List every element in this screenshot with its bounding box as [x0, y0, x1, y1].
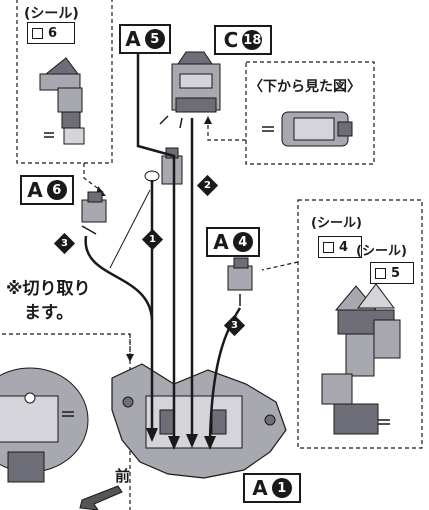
- sticker-6: 6: [27, 22, 75, 44]
- label-a6-number: 6: [46, 180, 67, 200]
- step-number: 3: [231, 320, 238, 331]
- arrowhead-icon: [126, 354, 134, 362]
- cut-note-line-2: ます。: [24, 303, 74, 323]
- label-a1-letter: A: [252, 476, 268, 500]
- part-c18: [159, 51, 221, 129]
- bottom-view-caption: 〈下から見た図〉: [249, 79, 361, 95]
- label-a6-letter: A: [27, 178, 43, 202]
- leader-line-c18: [207, 122, 246, 141]
- part-sticker-detail: [39, 57, 85, 145]
- leader-line-a4: [261, 261, 299, 271]
- arrowhead-icon: [168, 436, 180, 450]
- seal-caption-right-1: (シール): [311, 216, 362, 231]
- part-sticker-detail-right: [321, 283, 401, 435]
- label-a5-number: 5: [144, 29, 165, 49]
- label-a5-letter: A: [125, 27, 141, 51]
- step-number: 3: [61, 238, 68, 249]
- arrowhead-icon: [186, 434, 198, 448]
- sticker-icon: [323, 241, 334, 253]
- arrowhead-icon: [204, 116, 212, 124]
- sticker-4: 4: [318, 236, 362, 258]
- part-detail-bottom-left: [0, 367, 89, 483]
- sticker-5-number: 5: [391, 265, 401, 281]
- label-c18: C 18: [214, 25, 272, 55]
- arrowhead-icon: [146, 428, 158, 442]
- sticker-4-number: 4: [339, 239, 349, 255]
- arrowhead-icon: [204, 436, 216, 450]
- sticker-6-number: 6: [48, 25, 58, 41]
- label-c18-number: 18: [242, 30, 263, 50]
- label-a4: A 4: [206, 227, 260, 257]
- bottom-view-panel: [245, 61, 375, 165]
- assembly-arrow-3-left: [84, 235, 154, 321]
- part-a4: [227, 257, 253, 306]
- step-marker-3-right: 3: [223, 314, 246, 337]
- part-bottom-view: [262, 111, 353, 147]
- label-a1: A 1: [243, 473, 301, 503]
- sticker-5: 5: [370, 262, 414, 284]
- sticker-panel-top-left: [16, 0, 113, 164]
- step-marker-1: 1: [141, 228, 164, 251]
- label-a6: A 6: [20, 175, 74, 205]
- step-number: 1: [149, 234, 156, 245]
- sticker-icon: [375, 267, 386, 279]
- label-a4-letter: A: [213, 230, 229, 254]
- cut-note-leader: [109, 189, 151, 269]
- label-c18-letter: C: [223, 28, 239, 52]
- leader-line-a6: [83, 163, 105, 194]
- label-a5: A 5: [119, 24, 171, 54]
- step-marker-3-left: 3: [53, 232, 76, 255]
- step-number: 2: [204, 180, 211, 191]
- step-marker-2: 2: [196, 174, 219, 197]
- front-arrow-icon: [79, 485, 123, 510]
- assembly-arrow-a5: [136, 52, 176, 440]
- label-a1-number: 1: [271, 478, 292, 498]
- seal-caption-right-2: (シール): [356, 244, 407, 259]
- seal-caption-top-left: (シール): [24, 6, 79, 22]
- cut-note-line-1: ※切り取り: [6, 279, 91, 299]
- part-a1-base: [111, 363, 287, 479]
- sticker-icon: [32, 27, 43, 39]
- part-a6: [81, 191, 107, 235]
- part-a5: [144, 147, 183, 185]
- sticker-panel-right: [297, 199, 423, 449]
- label-a4-number: 4: [232, 232, 253, 252]
- front-label: 前: [115, 467, 131, 485]
